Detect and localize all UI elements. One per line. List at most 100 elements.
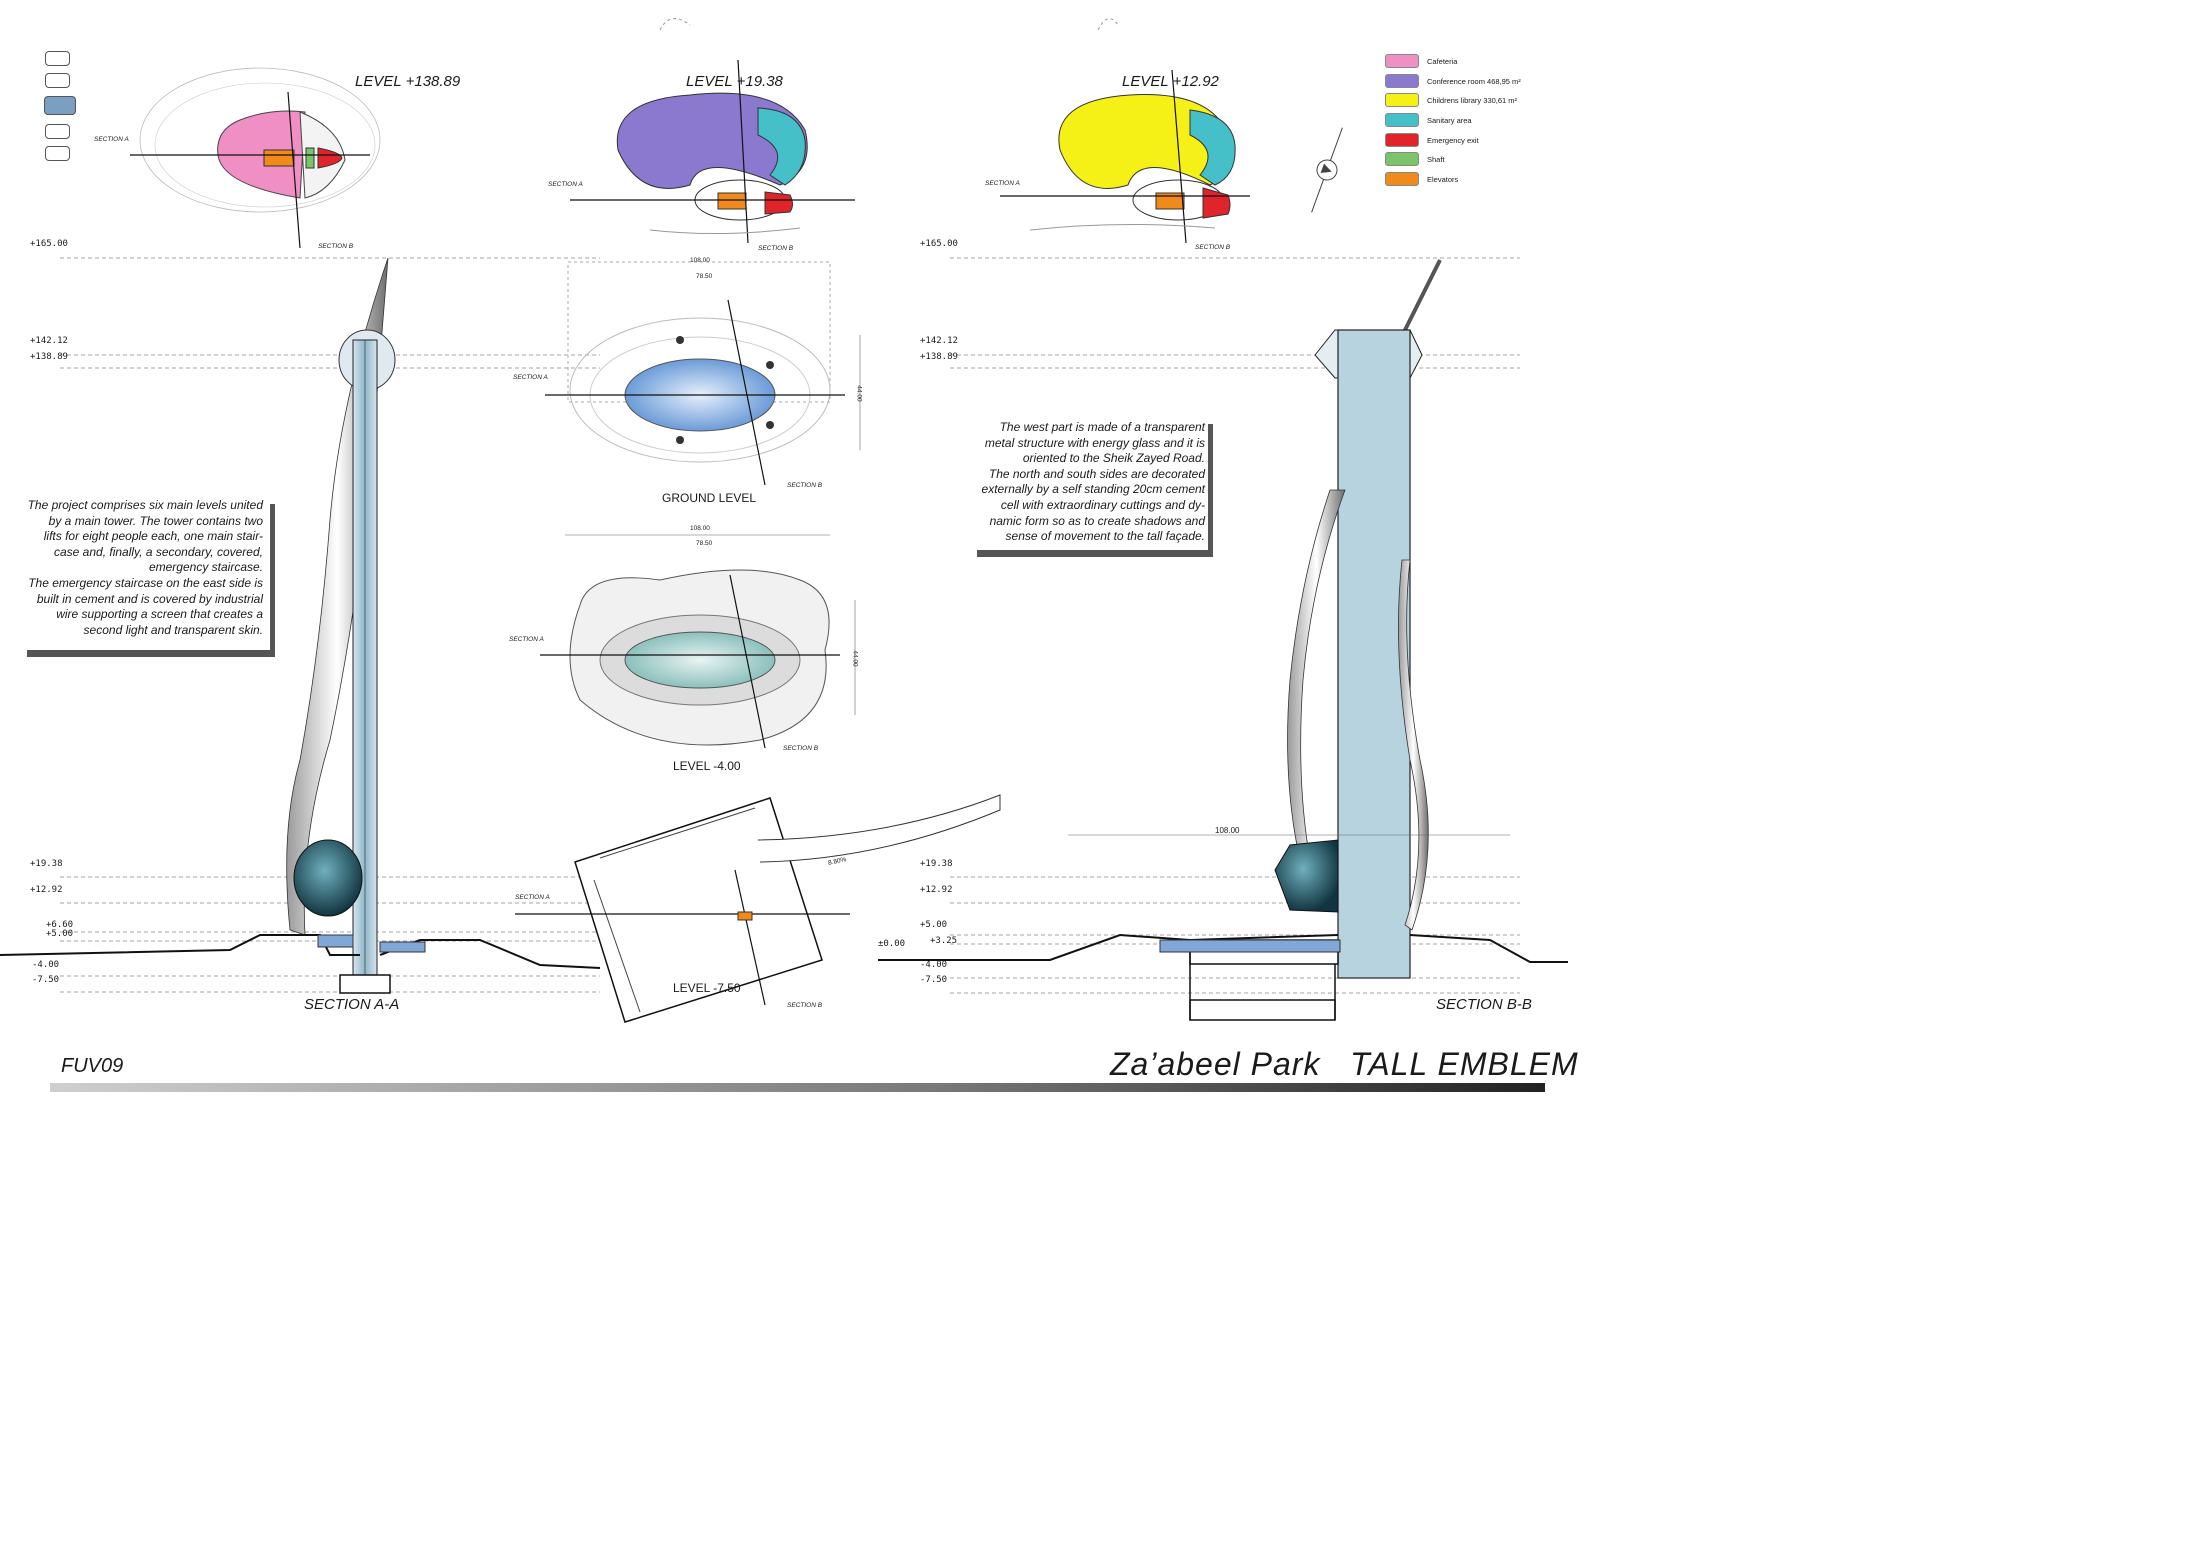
plan-ground-level [545,261,861,486]
nav-tab-3-active[interactable] [44,96,76,115]
note-right-line-1: metal structure with energy glass and it… [984,435,1205,450]
note-right-line-3: The north and south sides are decorated [988,466,1205,481]
section-a-mark-1292: SECTION A [985,180,1020,187]
legend-swatch-elevators [1385,172,1419,186]
plan-title-level-1292: LEVEL +12.92 [1122,73,1219,90]
section-title-bb: SECTION B-B [1436,996,1532,1013]
note-right-line-7: sense of movement to the tall façade. [1005,529,1205,544]
note-left-line-0: The project comprises six main levels un… [27,498,263,512]
north-arrow [1311,127,1343,213]
nav-tab-2[interactable] [45,73,70,88]
plan-level-138 [130,67,381,249]
dim-4400-ground: 44.00 [855,385,863,402]
project-code: FUV09 [61,1055,124,1077]
dim-108-section-bb: 108.00 [1215,826,1240,835]
architectural-drawing [0,18,1568,1092]
dim-108-m400: 108.00 [690,525,710,532]
dim-108-ground: 108.00 [690,257,710,264]
note-left-line-4: emergency staircase. [148,560,263,575]
note-right-line-4: externally by a self standing 20cm cemen… [981,482,1205,497]
section-b-mark-m750: SECTION B [787,1002,823,1009]
dim-4400-m400: 44.00 [851,650,859,667]
section-b-mark-ground: SECTION B [787,482,823,489]
nav-tab-1[interactable] [45,51,70,66]
note-left-line-2: lifts for eight people each, one main st… [43,529,263,544]
elev-left-0: +165.00 [30,239,68,249]
elev-left-6: +5.00 [46,929,74,939]
note-right-line-6: namic form so as to create shadows and [989,513,1205,528]
note-right-line-0: The west part is made of a transparent [999,420,1205,434]
legend-label-sanitary: Sanitary area [1427,115,1472,125]
elev-right-0: +165.00 [920,239,958,249]
drawing-sheet: LEVEL +138.89 LEVEL +19.38 LEVEL +12.92 … [0,18,1578,1092]
section-a-mark-m400: SECTION A [509,636,544,643]
plan-level-1938 [570,18,855,244]
legend-item-emergency: Emergency exit [1385,133,1479,147]
legend-item-sanitary: Sanitary area [1385,113,1472,127]
legend-swatch-sanitary [1385,113,1419,127]
dim-7850-ground: 78.50 [696,273,713,280]
legend-label-library: Childrens library 330,61 m² [1427,95,1518,105]
legend-swatch-library [1385,93,1419,107]
legend-swatch-emergency [1385,133,1419,147]
note-left-line-5: The emergency staircase on the east side… [28,575,263,590]
section-bb-drawing [878,259,1568,1021]
elev-right-5: +5.00 [920,920,948,930]
legend-item-elevators: Elevators [1385,172,1458,186]
legend-item-library: Childrens library 330,61 m² [1385,93,1517,107]
plan-title-level-m400: LEVEL -4.00 [673,759,741,773]
plan-title-level-1938: LEVEL +19.38 [686,73,783,90]
elev-left-3: +19.38 [30,859,63,869]
elev-left-1: +142.12 [30,336,68,346]
section-a-mark-ground: SECTION A [513,374,548,381]
section-b-mark-1938: SECTION B [758,245,794,252]
section-a-mark-138: SECTION A [94,136,129,143]
legend-item-conference: Conference room 468,95 m² [1385,74,1521,88]
elev-right-6: +3.25 [930,936,958,946]
section-title-aa: SECTION A-A [304,996,400,1013]
legend-label-conference: Conference room 468,95 m² [1427,76,1521,86]
note-right-line-5: cell with extraordinary cuttings and dy- [1000,497,1205,512]
footer-bar [50,1083,1545,1092]
nav-tab-4[interactable] [45,124,70,139]
plan-title-level-138: LEVEL +138.89 [355,73,461,90]
legend-item-cafeteria: Cafeteria [1385,54,1457,68]
note-left-line-6: built in cement and is covered by indust… [36,591,263,606]
elev-right-8: -4.00 [920,960,948,970]
elev-right-7: ±0.00 [878,939,906,949]
note-box-left [20,495,270,650]
elev-right-1: +142.12 [920,336,958,346]
elev-left-5: +6.60 [46,920,74,930]
plan-level-m750 [515,794,1001,1023]
note-right: The west part is made of a transparent m… [965,420,1205,545]
sheet-title: Za’abeel Park TALL EMBLEM [1110,1046,1579,1082]
elevation-lines-right [950,257,1520,994]
legend-swatch-shaft [1385,152,1419,166]
section-b-mark-m400: SECTION B [783,745,819,752]
note-left-line-1: by a main tower. The tower contains two [48,513,263,528]
note-left-line-8: second light and transparent skin. [83,622,263,637]
elev-left-7: -4.00 [32,960,60,970]
elev-left-8: -7.50 [32,975,60,985]
plan-title-ground: GROUND LEVEL [662,491,757,505]
section-aa-drawing [0,257,601,994]
section-a-mark-m750: SECTION A [515,894,550,901]
dim-7850-m400: 78.50 [696,540,713,547]
note-right-line-2: oriented to the Sheik Zayed Road. [1022,451,1205,466]
section-b-mark-138: SECTION B [318,243,354,250]
legend-swatch-cafeteria [1385,54,1419,68]
elev-right-3: +19.38 [920,859,953,869]
legend-item-shaft: Shaft [1385,152,1445,166]
legend-label-emergency: Emergency exit [1427,135,1479,145]
section-b-mark-1292: SECTION B [1195,244,1231,251]
plan-level-1292 [1000,18,1250,244]
legend-label-elevators: Elevators [1427,174,1459,184]
plan-title-level-m750: LEVEL -7.50 [673,981,741,995]
elev-right-4: +12.92 [920,885,953,895]
nav-tab-5[interactable] [45,146,70,161]
legend-label-shaft: Shaft [1427,154,1445,164]
legend-swatch-conference [1385,74,1419,88]
elev-left-4: +12.92 [30,885,63,895]
note-box-right [970,415,1208,550]
note-left-line-7: wire supporting a screen that creates a [56,607,263,622]
